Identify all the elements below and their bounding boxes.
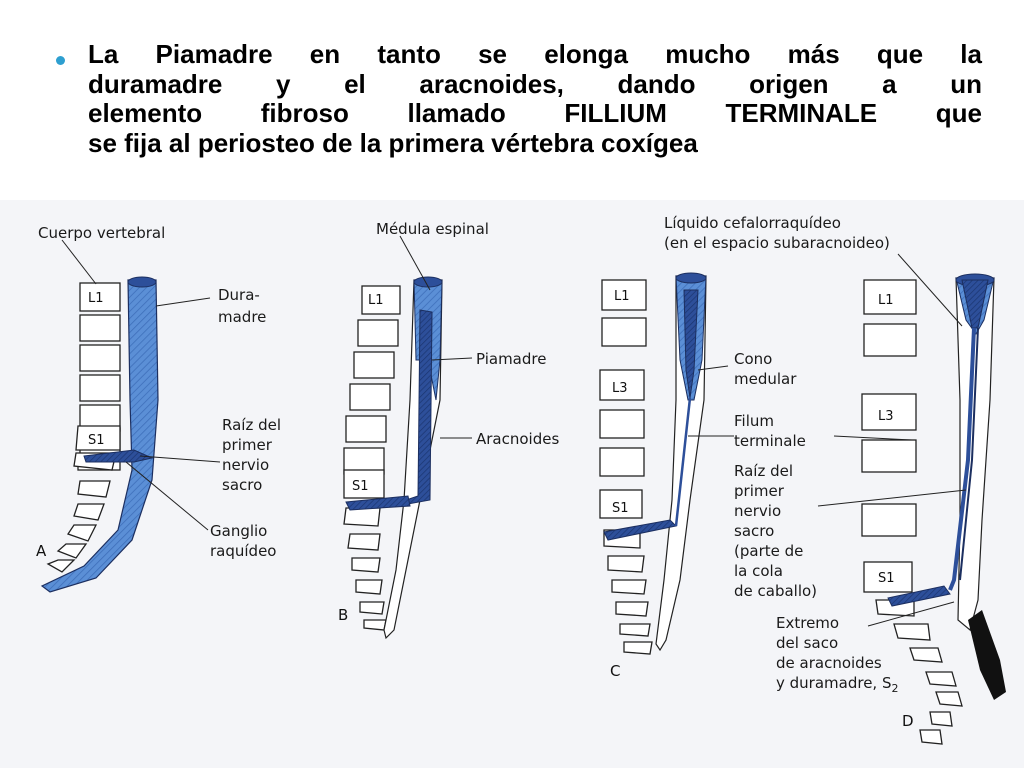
label-filum-1: Filum (734, 412, 774, 430)
panel-c-l1-label: L1 (614, 289, 630, 304)
label-extremo-4-sub: 2 (891, 682, 898, 695)
label-raiz-d-4: sacro (734, 522, 774, 540)
label-raiz-a-3: nervio (222, 456, 269, 474)
figure-background (0, 200, 1024, 768)
slide-bullet: La Piamadre en tanto se elonga mucho más… (56, 39, 982, 158)
label-raiz-a-4: sacro (222, 476, 262, 494)
panel-d-l3-label: L3 (878, 409, 894, 424)
label-piamadre: Piamadre (476, 350, 546, 368)
panel-c: L1 L3 S1 C Líquido cefalorraquídeo (en e… (599, 214, 913, 680)
panel-a-sacral-root (83, 449, 154, 463)
bullet-text: La Piamadre en tanto se elonga mucho más… (88, 39, 982, 158)
bullet-line-4: se fija al periosteo de la primera vérte… (88, 127, 698, 158)
panel-b: L1 S1 B Médula espinal Piamadre Aracnoid… (338, 220, 559, 640)
panel-d: L1 L3 S1 D Raíz del primer nervio sacro … (734, 253, 1006, 745)
label-cono-1: Cono (734, 350, 772, 368)
label-extremo-4: y duramadre, S2 (776, 674, 898, 695)
panel-b-vertebrae (343, 285, 401, 631)
label-raiz-d-2: primer (734, 482, 785, 500)
bullet-line-2: duramadre y el aracnoides, dando origen … (88, 68, 982, 99)
panel-a-l1-label: L1 (88, 291, 104, 306)
label-extremo-4-main: y duramadre, S (776, 674, 891, 692)
label-cuerpo-vertebral: Cuerpo vertebral (38, 224, 165, 242)
label-filum-2: terminale (734, 432, 806, 450)
label-liquido-1: Líquido cefalorraquídeo (664, 214, 841, 232)
panel-d-sacral-root (887, 585, 951, 607)
label-aracnoides: Aracnoides (476, 430, 559, 448)
label-cono-2: medular (734, 370, 797, 388)
label-duramadre-2: madre (218, 308, 266, 326)
label-raiz-a-1: Raíz del (222, 416, 281, 434)
panel-a-dural-sac (40, 279, 159, 593)
bullet-line-1: La Piamadre en tanto se elonga mucho más… (88, 39, 982, 69)
panel-c-vertebrae (599, 279, 653, 655)
panel-c-letter: C (610, 662, 620, 680)
panel-c-s1-label: S1 (612, 501, 629, 516)
panel-d-filum-end (968, 610, 1006, 700)
panel-b-sacral-root (345, 495, 411, 511)
label-raiz-d-1: Raíz del (734, 462, 793, 480)
panel-d-vertebrae (861, 279, 963, 745)
panel-d-l1-label: L1 (878, 293, 894, 308)
label-raiz-d-3: nervio (734, 502, 781, 520)
label-extremo-1: Extremo (776, 614, 839, 632)
panel-d-letter: D (902, 712, 914, 730)
panel-a-vertebrae (46, 282, 121, 573)
panel-a-letter: A (36, 542, 47, 560)
label-duramadre-1: Dura- (218, 286, 260, 304)
panel-d-nerve-bundle (948, 327, 976, 591)
panel-b-l1-label: L1 (368, 293, 384, 308)
panel-a-s1-label: S1 (88, 433, 105, 448)
label-medula-espinal: Médula espinal (376, 220, 489, 238)
figure-svg: L1 S1 A Cuerpo vertebral Dura- madre Raí… (0, 200, 1024, 768)
label-extremo-2: del saco (776, 634, 838, 652)
label-raiz-d-6: la cola (734, 562, 783, 580)
vertebra-l1 (79, 282, 121, 312)
bullet-line-3: elemento fibroso llamado FILLIUM TERMINA… (88, 98, 982, 128)
panel-b-s1-label: S1 (352, 479, 369, 494)
bullet-dot-icon (56, 56, 65, 65)
label-extremo-3: de aracnoides (776, 654, 882, 672)
panel-c-cono-medular (683, 289, 699, 399)
spinal-cord-development-figure: L1 S1 A Cuerpo vertebral Dura- madre Raí… (0, 200, 1024, 768)
panel-d-s1-label: S1 (878, 571, 895, 586)
label-liquido-2: (en el espacio subaracnoideo) (664, 234, 890, 252)
label-raiz-d-5: (parte de (734, 542, 803, 560)
label-raiz-d-7: de caballo) (734, 582, 817, 600)
panel-a: L1 S1 A Cuerpo vertebral Dura- madre Raí… (36, 224, 281, 593)
label-ganglio-1: Ganglio (210, 522, 267, 540)
label-ganglio-2: raquídeo (210, 542, 276, 560)
label-raiz-a-2: primer (222, 436, 273, 454)
panel-b-letter: B (338, 606, 348, 624)
panel-c-l3-label: L3 (612, 381, 628, 396)
